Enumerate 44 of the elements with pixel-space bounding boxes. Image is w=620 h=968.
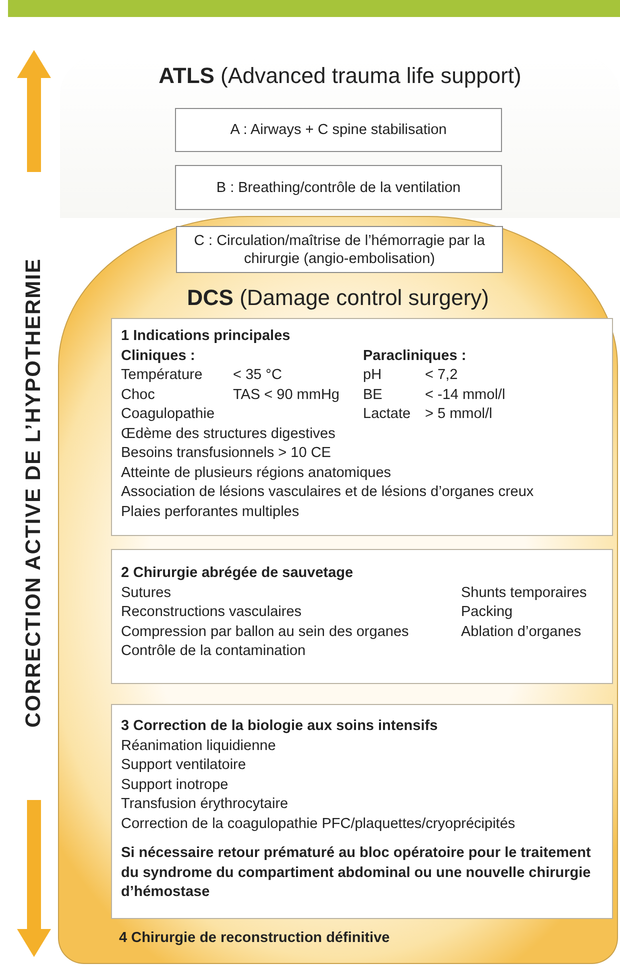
column-heading: Cliniques : <box>121 348 196 364</box>
step-box: C : Circulation/maîtrise de l’hémorragie par la chirurgie (angio-embolisation) <box>176 226 503 273</box>
care-item: Transfusion érythrocytaire <box>121 796 288 812</box>
section-panel <box>111 704 613 919</box>
procedure-text: Sutures <box>121 584 171 600</box>
criterion-text: Besoins transfusionnels > 10 CE <box>121 445 331 461</box>
procedure-text: Packing <box>461 604 513 620</box>
section-heading: 3 Correction de la biologie aux soins intensifs <box>121 718 438 734</box>
criterion-text: Lactate <box>363 406 411 422</box>
procedure-text: Shunts temporaires <box>461 584 587 600</box>
procedure-text: Reconstructions vasculaires <box>121 604 302 620</box>
criterion-text: Atteinte de plusieurs régions anatomiques <box>121 464 392 480</box>
region-heading: ATLS (Advanced trauma life support) <box>158 63 522 88</box>
section-heading: 2 Chirurgie abrégée de sauvetage <box>121 565 354 581</box>
step-box: B : Breathing/contrôle de la ventilation <box>175 165 502 210</box>
section-panel <box>111 318 613 536</box>
care-item: Support inotrope <box>121 776 228 792</box>
criterion-text: < 7,2 <box>425 367 458 383</box>
criterion-text: Plaies perforantes multiples <box>121 504 300 520</box>
column-heading: Paracliniques : <box>363 348 466 364</box>
care-item: Correction de la coagulopathie PFC/plaquettes/cryoprécipités <box>121 816 516 832</box>
region-heading: DCS (Damage control surgery) <box>187 285 489 310</box>
criterion-text: < -14 mmol/l <box>425 386 506 402</box>
criterion-text: BE <box>363 386 382 402</box>
criterion-text: Température <box>121 367 202 383</box>
criterion-text: Coagulopathie <box>121 406 215 422</box>
care-item: Support ventilatoire <box>121 757 246 773</box>
care-item: Réanimation liquidienne <box>121 738 276 754</box>
vertical-label: CORRECTION ACTIVE DE L’HYPOTHERMIE <box>22 258 46 728</box>
section-panel <box>111 549 613 684</box>
criterion-text: > 5 mmol/l <box>425 406 492 422</box>
criterion-text: TAS < 90 mmHg <box>233 386 340 402</box>
criterion-text: Association de lésions vasculaires et de lésions d’organes creux <box>121 484 534 500</box>
step-box: A : Airways + C spine stabilisation <box>175 108 502 152</box>
phase-region <box>58 216 618 964</box>
section-heading: 1 Indications principales <box>121 328 290 344</box>
criterion-text: < 35 °C <box>233 367 282 383</box>
criterion-text: pH <box>363 367 382 383</box>
criterion-text: Œdème des structures digestives <box>121 426 336 442</box>
criterion-text: Choc <box>121 386 155 402</box>
note-text: Si nécessaire retour prématuré au bloc opératoire pour le traitement du syndrome du compartiment abdominal ou une nouvelle chirurgie d’hémostase <box>121 845 591 900</box>
procedure-text: Compression par ballon au sein des organes <box>121 624 409 640</box>
procedure-text: Contrôle de la contamination <box>121 643 306 659</box>
procedure-text: Ablation d’organes <box>461 624 582 640</box>
